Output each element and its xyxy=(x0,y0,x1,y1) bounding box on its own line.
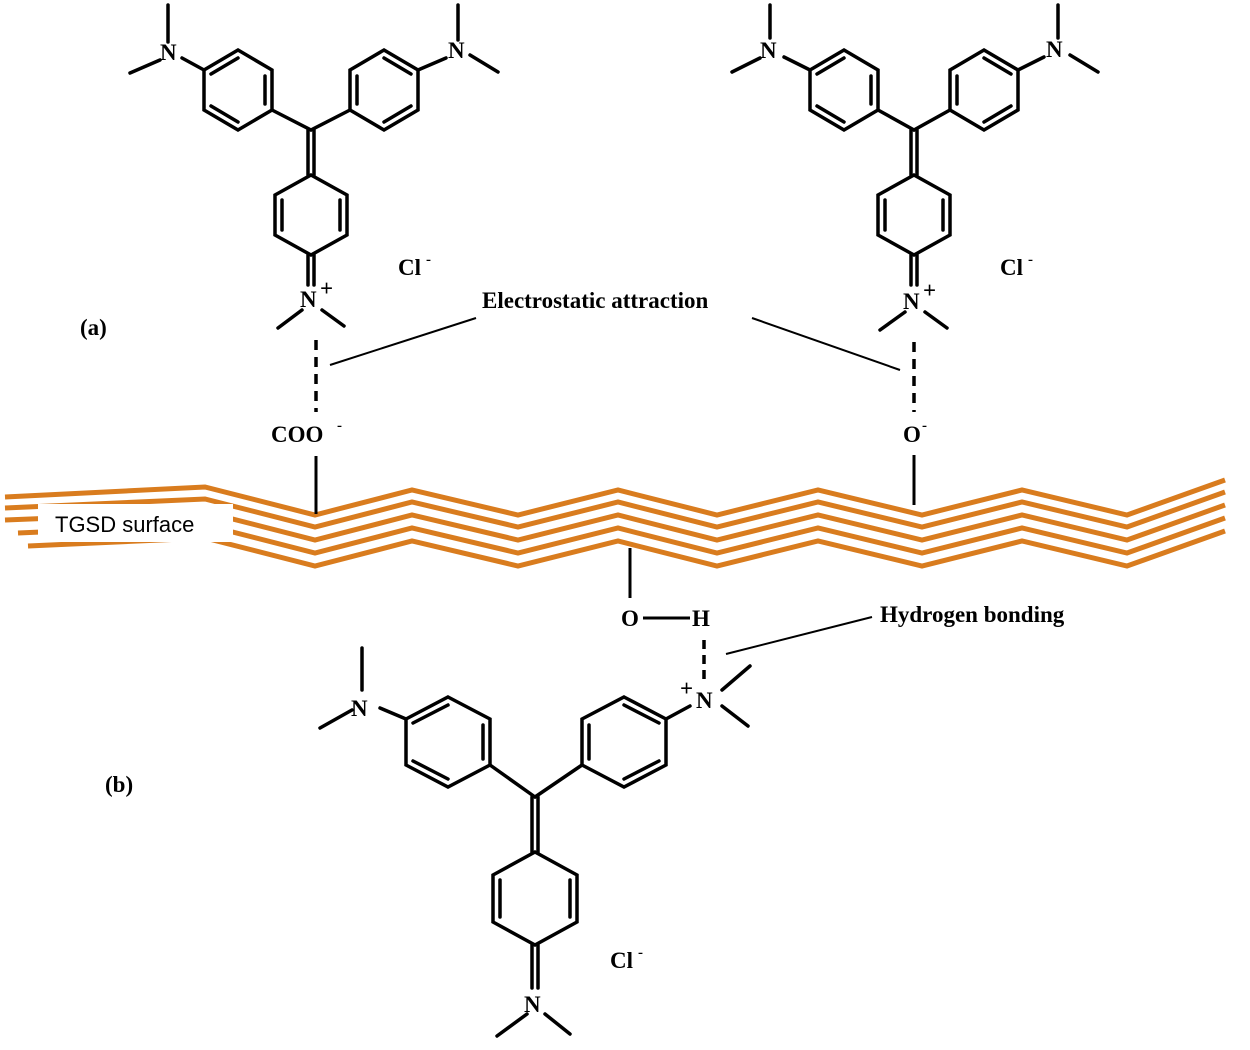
nitrogen-a-top-right: N xyxy=(448,38,465,63)
crystal-violet-molecule-a xyxy=(128,3,500,330)
panel-b-label: (b) xyxy=(105,772,133,797)
surface-label-box xyxy=(38,504,233,542)
ring-a-quinoid xyxy=(273,172,349,258)
nitrogen-a2-top-left: N xyxy=(760,38,777,63)
chloride-a: Cl xyxy=(398,255,421,280)
plus-charge-b: + xyxy=(680,676,693,701)
carboxylate-label: COO xyxy=(271,422,323,447)
electrostatic-leader-right xyxy=(751,317,901,371)
ring-b-left xyxy=(404,695,492,789)
hydroxyl-hydrogen: H xyxy=(692,606,710,631)
nitrogen-b-cation: N xyxy=(696,688,713,713)
ring-a-left xyxy=(202,47,274,133)
electrostatic-attraction-label: Electrostatic attraction xyxy=(482,288,709,313)
nitrogen-b-left: N xyxy=(351,696,368,721)
hydrogen-leader xyxy=(725,616,873,655)
electrostatic-leader-left xyxy=(329,317,477,366)
surface-layer-3 xyxy=(4,502,1226,543)
plus-charge-a2: + xyxy=(923,278,936,303)
chloride-a-charge: - xyxy=(426,252,431,268)
ring-a2-right xyxy=(948,47,1020,133)
surface-layer-4 xyxy=(17,515,1226,556)
carboxylate-charge: - xyxy=(337,418,342,434)
crystal-violet-molecule-b xyxy=(318,646,752,1038)
nitrogen-a2-cation: N xyxy=(903,289,920,314)
nitrogen-a-top-left: N xyxy=(160,40,177,65)
panel-a-label: (a) xyxy=(80,315,107,340)
ring-a2-left xyxy=(808,47,880,133)
tgsd-surface-layers xyxy=(4,477,1226,569)
surface-layer-5 xyxy=(27,528,1226,569)
oxide-charge: - xyxy=(922,418,927,434)
chloride-b: Cl xyxy=(610,948,633,973)
plus-charge-a: + xyxy=(320,276,333,301)
chloride-a2: Cl xyxy=(1000,255,1023,280)
nitrogen-b-bottom: N xyxy=(524,992,541,1017)
ring-b-quinoid xyxy=(491,850,579,947)
hydroxyl-oxygen: O xyxy=(621,606,639,631)
surface-layer-2 xyxy=(4,489,1226,530)
nitrogen-a2-top-right: N xyxy=(1046,37,1063,62)
surface-label: TGSD surface xyxy=(55,512,194,537)
oxide-label: O xyxy=(903,422,921,447)
nitrogen-a-cation: N xyxy=(300,287,317,312)
ring-a-right xyxy=(348,47,420,133)
ring-a2-quinoid xyxy=(876,172,952,258)
ring-b-right xyxy=(580,695,668,789)
crystal-violet-molecule-a2 xyxy=(730,3,1100,332)
surface-layer-1 xyxy=(4,477,1226,518)
hydrogen-bonding-label: Hydrogen bonding xyxy=(880,602,1065,627)
chloride-a2-charge: - xyxy=(1028,252,1033,268)
chloride-b-charge: - xyxy=(638,945,643,961)
